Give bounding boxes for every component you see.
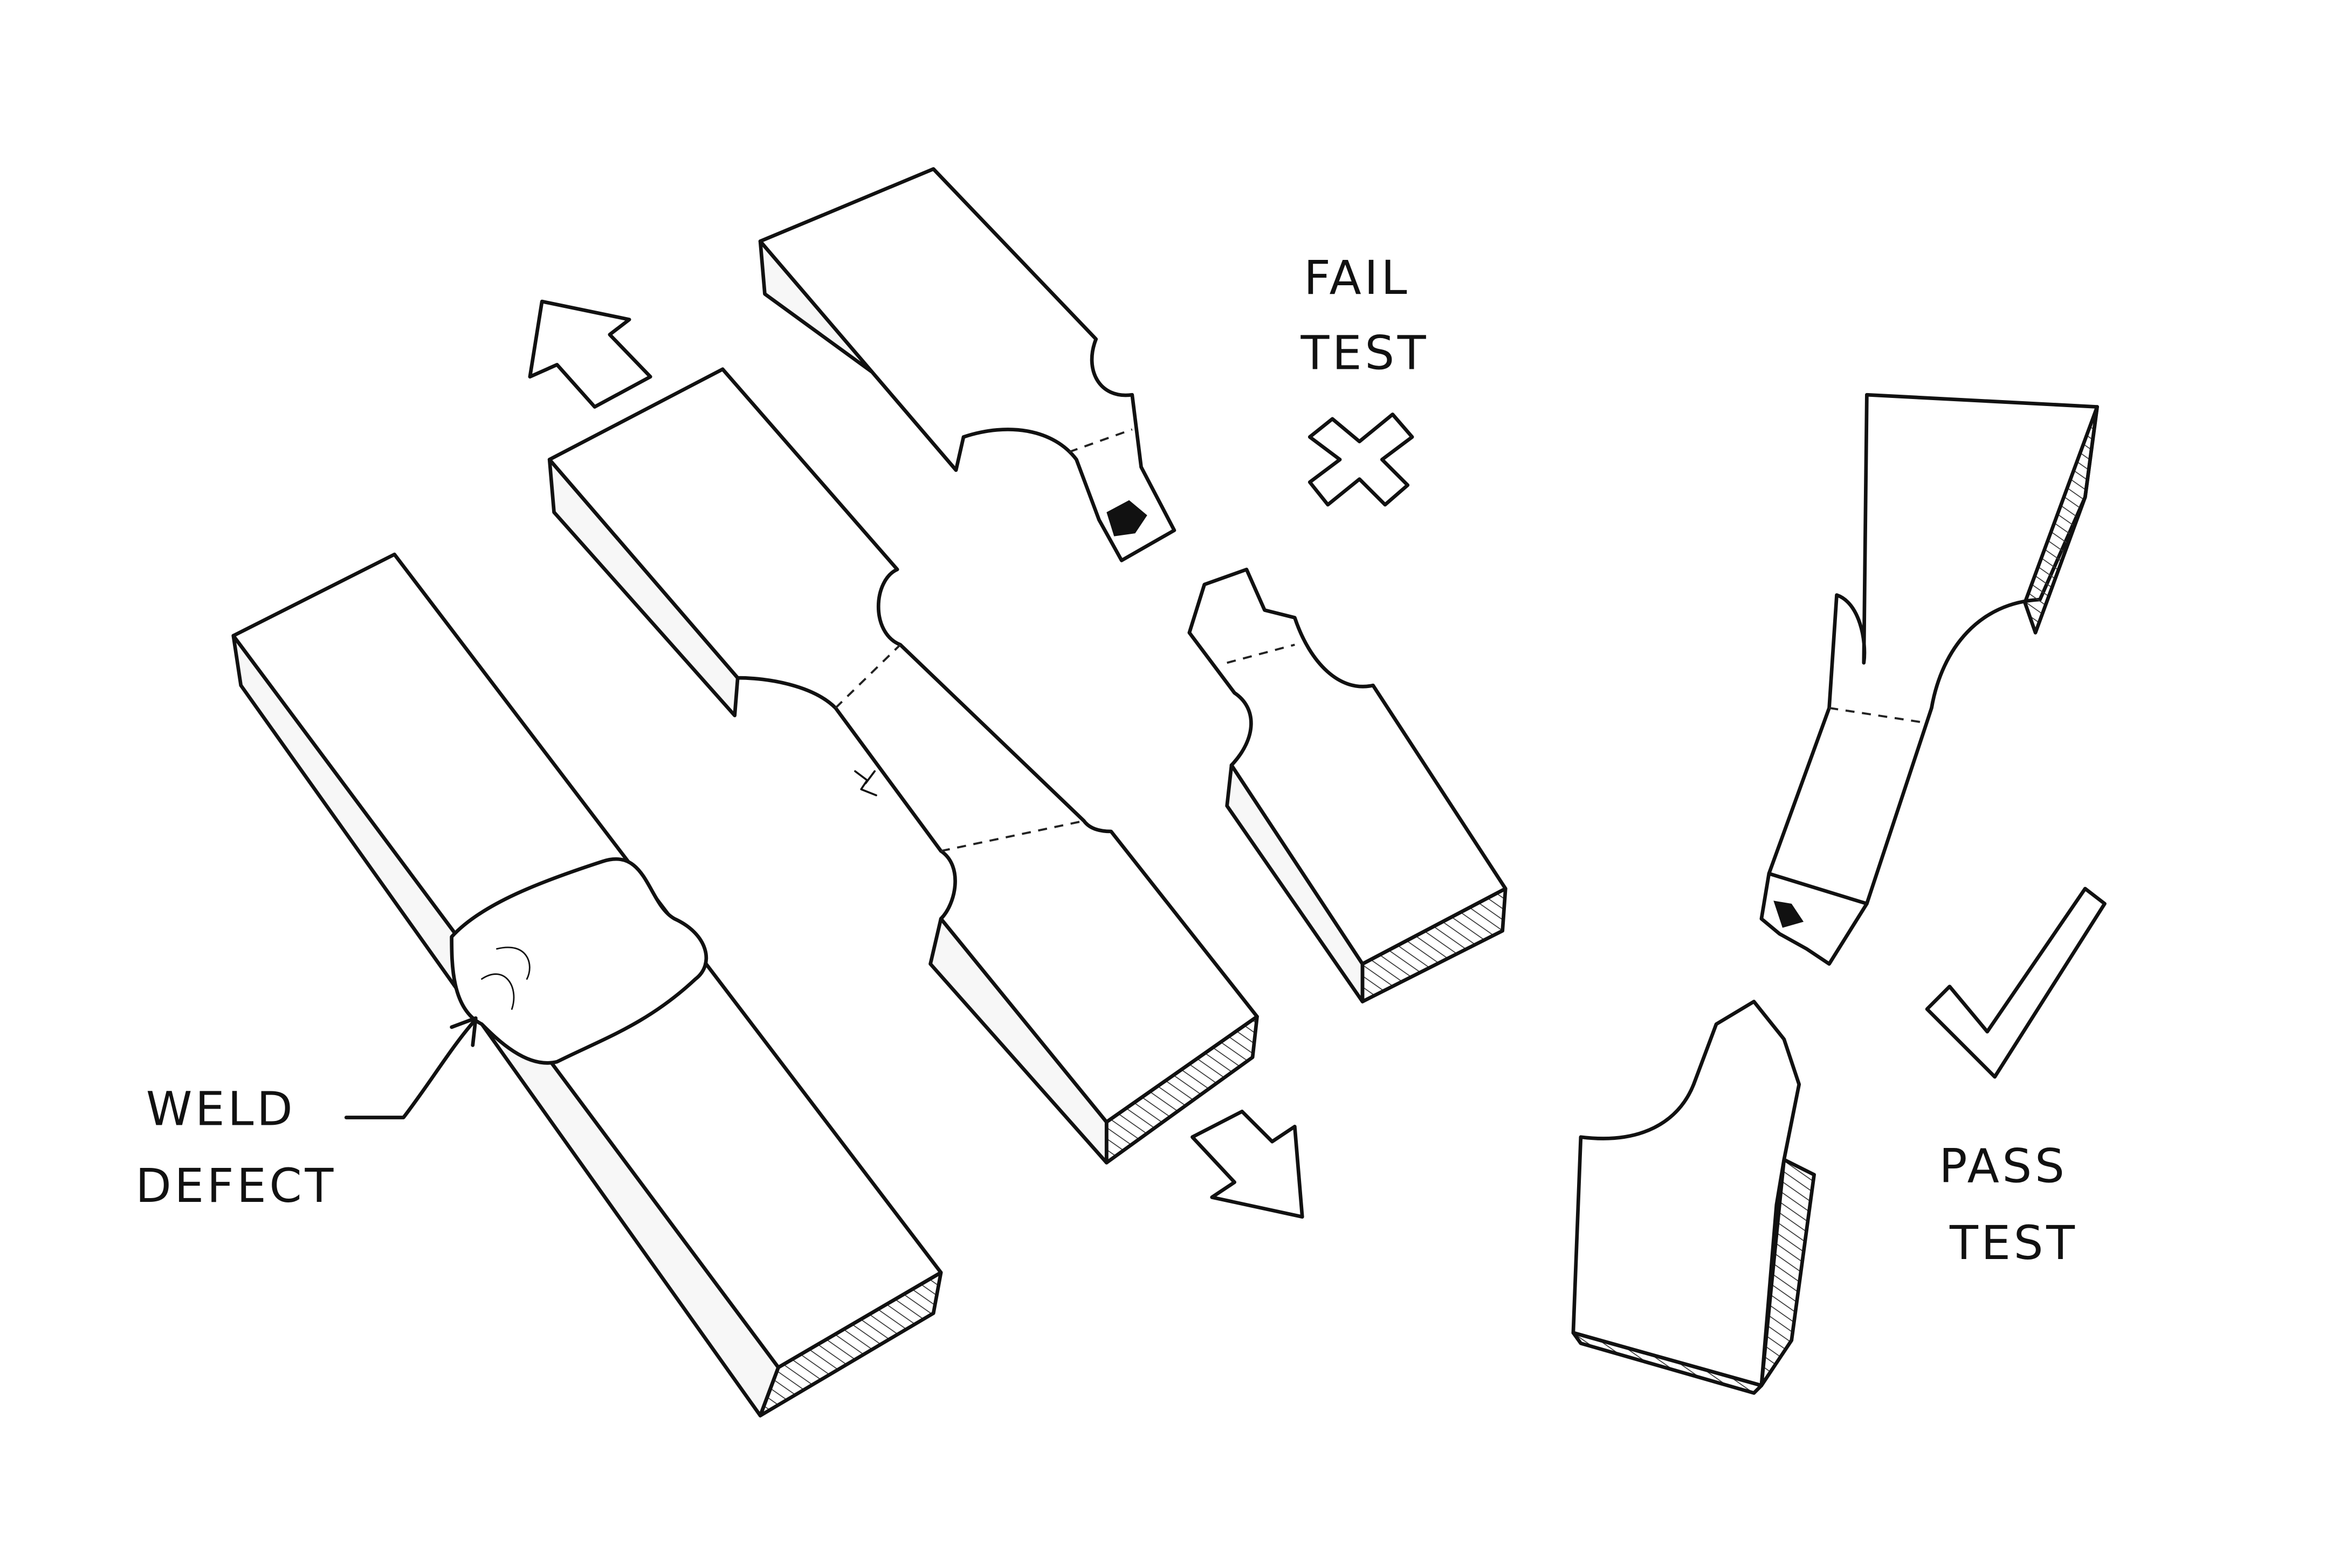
weld-label-line2: DEFECT (135, 1159, 336, 1213)
passed-specimen-lower (1571, 1000, 1816, 1395)
arrow-up-left-icon (528, 299, 652, 409)
failed-specimen-upper (758, 167, 1176, 562)
x-cross-icon (1307, 412, 1414, 507)
welded-bar (231, 552, 943, 1418)
weld-label-line1: WELD (146, 1082, 295, 1136)
fail-label-line1: FAIL (1304, 251, 1410, 305)
weld-defect-leader-arrow (344, 1016, 478, 1119)
pass-label-line2: TEST (1949, 1216, 2078, 1270)
dogbone-specimen (547, 367, 1259, 1165)
pass-label-line1: PASS (1939, 1140, 2067, 1194)
check-mark-icon (1925, 886, 2107, 1079)
failed-specimen-lower (1187, 567, 1508, 1003)
passed-specimen-upper (1759, 393, 2099, 966)
arrow-down-right-icon (1190, 1109, 1304, 1219)
weld-bead (450, 857, 708, 1065)
fail-label-line2: TEST (1300, 327, 1429, 381)
